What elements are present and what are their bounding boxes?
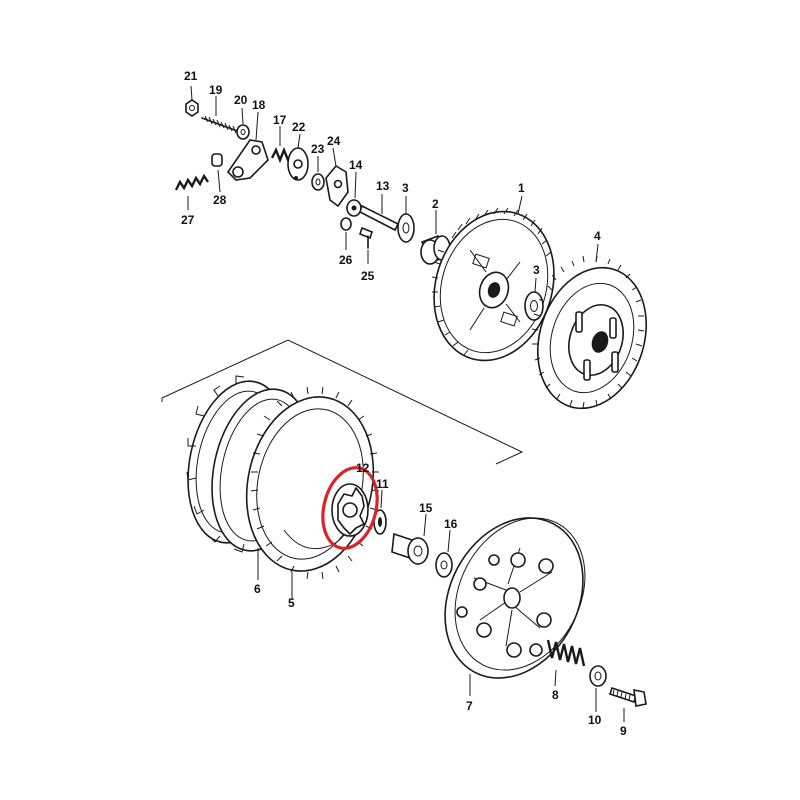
part-26-washer — [340, 217, 352, 250]
part-19-stud — [201, 96, 241, 134]
label-13: 13 — [376, 179, 390, 193]
label-4: 4 — [594, 229, 601, 243]
label-20: 20 — [234, 93, 248, 107]
label-21: 21 — [184, 69, 198, 83]
part-16-washer — [435, 529, 453, 578]
label-5: 5 — [288, 596, 295, 610]
part-1-clutch-housing — [431, 195, 555, 362]
part-7-pressure-plate — [444, 517, 586, 696]
label-23: 23 — [311, 142, 325, 156]
part-14-bearing — [346, 171, 362, 217]
part-2-spacer — [420, 210, 451, 265]
label-7: 7 — [466, 699, 473, 713]
label-8: 8 — [552, 688, 559, 702]
part-22-cam — [287, 133, 309, 181]
label-15: 15 — [419, 501, 433, 515]
label-22: 22 — [292, 120, 306, 134]
label-25: 25 — [361, 269, 375, 283]
part-23-bearing — [311, 156, 325, 191]
label-11: 11 — [376, 477, 389, 491]
label-12: 12 — [356, 461, 370, 475]
label-26: 26 — [339, 253, 353, 267]
label-14: 14 — [349, 158, 363, 172]
part-28-pin — [211, 153, 223, 193]
part-9-bolt — [608, 686, 647, 722]
part-27-spring — [174, 173, 209, 210]
label-27: 27 — [181, 213, 195, 227]
part-18-bracket — [226, 111, 269, 181]
label-2: 2 — [432, 197, 439, 211]
part-15-spacer — [391, 513, 429, 565]
label-24: 24 — [327, 134, 341, 148]
part-8-spring — [546, 639, 586, 687]
plates-group-outline — [161, 339, 524, 465]
label-9: 9 — [620, 724, 627, 738]
label-1: 1 — [518, 181, 525, 195]
label-28: 28 — [213, 193, 227, 207]
part-4-sleeve-hub — [531, 243, 648, 410]
label-16: 16 — [444, 517, 458, 531]
label-18: 18 — [252, 98, 266, 112]
label-3-upper: 3 — [402, 181, 409, 195]
part-21-nut — [185, 85, 199, 117]
label-17: 17 — [273, 113, 287, 127]
part-25-screw — [359, 226, 373, 264]
part-labels: 21 19 20 18 17 22 24 23 14 13 3 1 2 4 3 … — [181, 69, 627, 738]
part-10-washer — [589, 665, 607, 712]
part-3-washer-lower — [524, 277, 544, 321]
part-24-lever — [325, 147, 349, 208]
label-10: 10 — [588, 713, 602, 727]
part-13-pushrod — [359, 194, 400, 232]
part-3-washer-upper — [397, 196, 415, 243]
highlight-circle — [321, 466, 379, 550]
label-3-lower: 3 — [533, 263, 540, 277]
label-19: 19 — [209, 83, 223, 97]
part-12-clutch-boss — [331, 483, 369, 537]
part-20-washer — [236, 107, 250, 140]
label-6: 6 — [254, 582, 261, 596]
